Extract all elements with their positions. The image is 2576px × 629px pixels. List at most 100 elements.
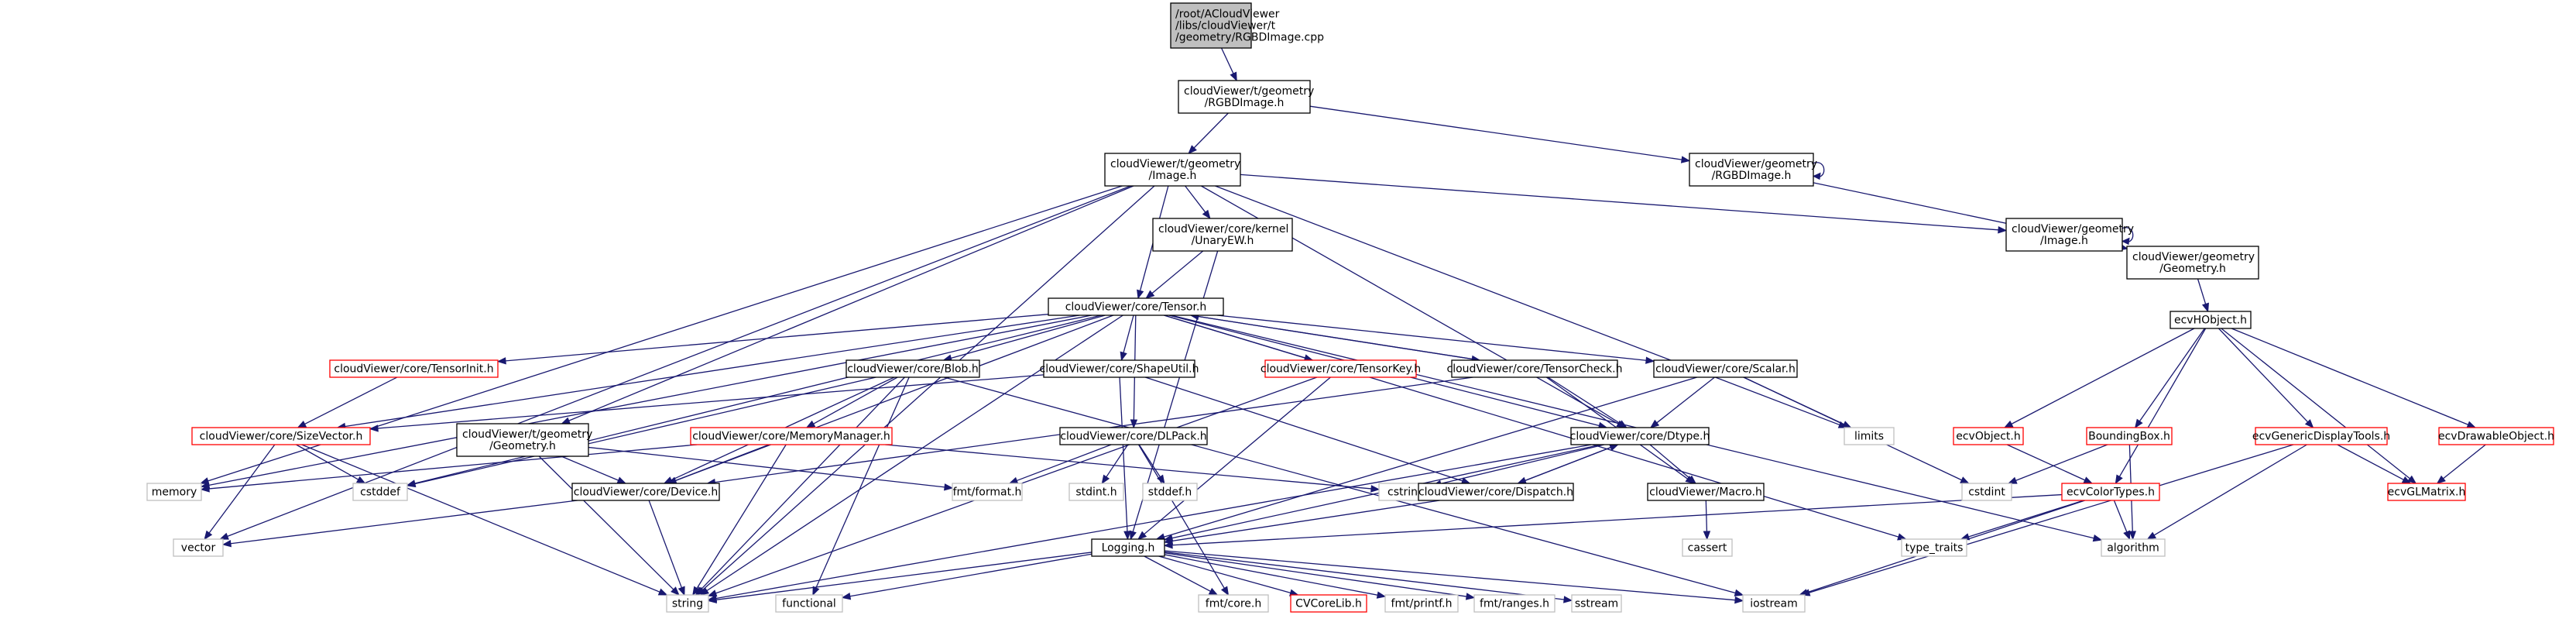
node-device[interactable]: cloudViewer/core/Device.h [571,483,720,501]
node-label: cloudViewer/core/Blob.h [847,363,979,376]
node-tensor[interactable]: cloudViewer/core/Tensor.h [1048,297,1224,316]
node-macro[interactable]: cloudViewer/Macro.h [1647,483,1765,501]
node-label: functional [782,598,836,610]
edge-tensor-to-blob [942,314,1106,362]
edge-scalar-to-logging [1155,376,1697,541]
node-label: cloudViewer/core/Dispatch.h [1418,486,1573,499]
edge-line [1164,550,1736,601]
edge-line [674,444,770,482]
node-label: memory [152,486,197,499]
edge-sizevector-to-vector [204,444,276,541]
edge-line [813,376,898,424]
edge-line [1158,555,1291,593]
edge-logging-to-fmtprintf [1164,554,1387,599]
edge-memorymanager-to-memory [200,444,698,493]
node-label: cloudViewer/t/geometry [1110,158,1240,170]
edge-line [1968,500,2084,538]
edge-line [701,376,905,590]
edge-unaryew-to-tensor [1145,250,1204,299]
edge-g_geometry-to-ecvhobject [2197,278,2209,313]
edge-arrowhead [1163,541,1173,549]
edge-arrowhead [2436,475,2446,484]
node-tensorkey[interactable]: cloudViewer/core/TensorKey.h [1261,359,1421,378]
node-label: cloudViewer/core/kernel [1158,223,1288,235]
edge-tensorcheck-to-dtype [1547,376,1628,428]
edge-line [1164,376,1697,538]
node-memory: memory [146,483,202,501]
node-tensorcheck[interactable]: cloudViewer/core/TensorCheck.h [1447,359,1623,378]
edge-arrowhead [1998,226,2008,234]
edge-blob-to-functional [812,376,910,596]
edge-line [1164,551,1565,600]
node-label: BoundingBox.h [2088,431,2170,443]
node-cvcorelib[interactable]: CVCoreLib.h [1290,594,1367,613]
node-box [1068,483,1124,501]
edge-line [568,185,1134,421]
node-label: /libs/cloudViewer/t [1175,20,1276,33]
edge-line [2113,500,2128,532]
node-box [1178,80,1311,114]
node-string: string [666,594,709,613]
node-logging[interactable]: Logging.h [1091,538,1165,557]
node-boundingbox[interactable]: BoundingBox.h [2086,427,2173,445]
node-scalar[interactable]: cloudViewer/core/Scalar.h [1653,359,1798,378]
edge-arrowhead [2092,534,2103,542]
node-label: stddef.h [1148,486,1192,499]
edge-ecvhobject-to-ecvobject [2003,328,2195,428]
edge-arrowhead [1703,531,1711,541]
node-box [1689,153,1814,187]
edge-blob-to-iostream [944,376,1744,596]
node-g_geometry[interactable]: cloudViewer/geometry/Geometry.h [2126,246,2259,280]
node-label: cassert [1688,542,1727,555]
node-g_rgbd[interactable]: cloudViewer/geometry/RGBDImage.h [1689,153,1817,187]
edge-arrowhead [1609,444,1619,452]
edge-line [561,455,619,481]
node-label: cstddef [360,486,401,499]
node-ecvglmatrix[interactable]: ecvGLMatrix.h [2387,483,2466,501]
edge-line [1171,500,1440,542]
node-g_image[interactable]: cloudViewer/geometry/Image.h [2005,218,2134,252]
edge-arrowhead [1120,351,1127,362]
edge-ecvcolortypes-to-logging [1163,493,2063,549]
node-root[interactable]: /root/ACloudViewer/libs/cloudViewer/t/ge… [1170,2,1324,49]
edge-line [208,444,276,534]
node-shapeutil[interactable]: cloudViewer/core/ShapeUtil.h [1040,359,1199,378]
node-ecvcolortypes[interactable]: ecvColorTypes.h [2061,483,2160,501]
node-label: ecvGenericDisplayTools.h [2252,431,2390,443]
node-box [1570,427,1710,445]
node-label: /RGBDImage.h [1712,170,1792,182]
node-label: cloudViewer/core/Dtype.h [1570,431,1710,443]
node-t_image[interactable]: cloudViewer/t/geometry/Image.h [1104,153,1241,187]
edge-arrowhead [1734,596,1744,604]
edge-arrowhead [221,540,232,548]
node-box [571,483,720,501]
node-dtype[interactable]: cloudViewer/core/Dtype.h [1570,427,1710,445]
node-memorymanager[interactable]: cloudViewer/core/MemoryManager.h [690,427,893,445]
node-t_rgbd[interactable]: cloudViewer/t/geometry/RGBDImage.h [1178,80,1314,114]
node-ecvhobject[interactable]: ecvHObject.h [2170,311,2252,329]
node-blob[interactable]: cloudViewer/core/Blob.h [846,359,980,378]
node-ecvgenericdisplay[interactable]: ecvGenericDisplayTools.h [2252,427,2390,445]
node-dispatch[interactable]: cloudViewer/core/Dispatch.h [1418,483,1574,501]
node-label: cloudViewer/core/TensorCheck.h [1447,363,1623,376]
node-box [173,538,224,557]
node-unaryew[interactable]: cloudViewer/core/kernel/UnaryEW.h [1152,218,1293,252]
edge-line [296,444,359,480]
edge-line [1743,376,1844,425]
node-ecvobject[interactable]: ecvObject.h [1953,427,2024,445]
node-tensorinit[interactable]: cloudViewer/core/TensorInit.h [329,359,499,378]
edge-line [702,185,1155,590]
node-cassert: cassert [1682,538,1733,557]
edge-t_image-to-g_image [1240,174,2008,234]
edge-arrowhead [1220,586,1230,596]
node-label: stdint.h [1075,486,1116,499]
node-label: cloudViewer/t/geometry [1184,85,1314,98]
node-label: /root/ACloudViewer [1175,9,1280,21]
node-t_geometry[interactable]: cloudViewer/t/geometry/Geometry.h [456,423,592,457]
node-sizevector[interactable]: cloudViewer/core/SizeVector.h [191,427,371,445]
edge-arrowhead [1465,593,1476,600]
node-ecvdrawable[interactable]: ecvDrawableObject.h [2438,427,2554,445]
node-dlpack[interactable]: cloudViewer/core/DLPack.h [1059,427,1208,445]
edge-line [1119,376,1128,532]
